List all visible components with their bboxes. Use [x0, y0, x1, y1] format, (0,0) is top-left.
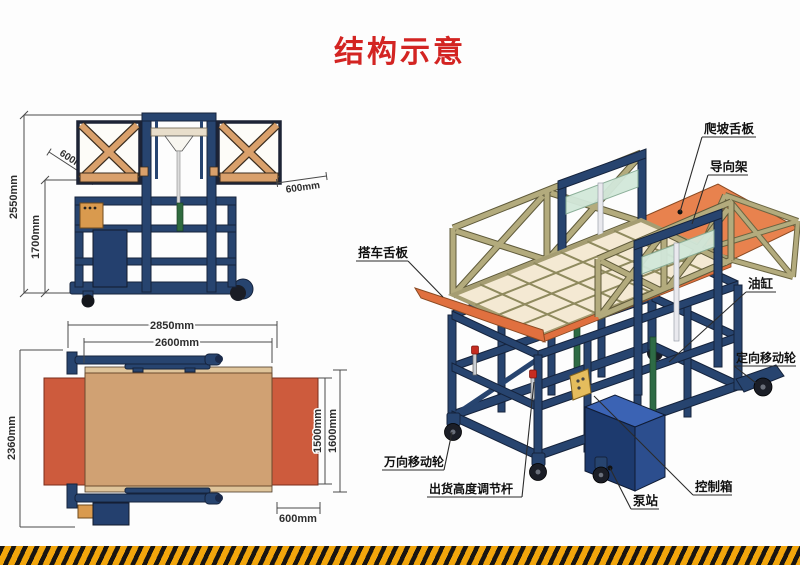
label-guide-frame: 导向架	[710, 159, 748, 174]
dim-1600: 1600mm	[327, 409, 339, 453]
top-view-diagram: 2850mm 2600mm 2360mm 1500mm 1600mm	[6, 318, 347, 528]
mast-column-left	[141, 112, 152, 293]
right-flap	[271, 377, 319, 486]
left-caster-wheel	[81, 294, 95, 308]
front-view-diagram: 2550mm 1700mm 600mm	[8, 110, 328, 308]
dim-2550: 2550mm	[8, 175, 20, 219]
front-oil-cylinder	[673, 242, 680, 342]
left-flap	[43, 377, 86, 486]
control-box	[569, 368, 592, 401]
label-pump-station: 泵站	[633, 493, 659, 508]
dim-1500: 1500mm	[312, 409, 324, 453]
right-truss-panel	[216, 120, 282, 185]
bottom-handle-assembly	[66, 483, 223, 509]
iso-view-diagram: 爬坡舌板 导向架 油缸 定向移动轮 控制箱 泵站 出货高度调节杆 万向移动轮 搭…	[356, 121, 800, 510]
carriage-beam	[150, 127, 208, 137]
swivel-caster-front-center	[592, 456, 610, 484]
control-box-front	[79, 202, 104, 229]
top-dim-flap: 600mm	[276, 502, 321, 525]
dim-1700: 1700mm	[30, 215, 42, 259]
right-wheel	[230, 285, 246, 301]
top-dim-inner-width: 2600mm	[83, 335, 273, 363]
control-box-top	[77, 504, 94, 519]
label-control-box: 控制箱	[695, 479, 733, 494]
dock-ramp-plate	[413, 287, 546, 343]
dim-2600: 2600mm	[155, 337, 199, 349]
chain-guide	[176, 202, 184, 232]
label-climb-ramp: 爬坡舌板	[703, 121, 755, 136]
dim-2850: 2850mm	[150, 320, 194, 332]
mast-top-beam	[141, 112, 217, 122]
label-fixed-wheel: 定向移动轮	[736, 350, 797, 365]
callout-leaders	[356, 136, 796, 510]
label-dock-ramp: 搭车舌板	[358, 245, 409, 260]
top-dim-depth: 2360mm	[6, 349, 75, 528]
height-adjust-lever-right	[529, 369, 537, 400]
top-handle-assembly	[66, 351, 223, 375]
front-dim-right-flap: 600mm	[275, 172, 328, 196]
swivel-caster-rear-left	[444, 412, 462, 441]
top-dim-outer-depth: 1600mm	[326, 369, 347, 493]
hazard-stripe	[0, 546, 800, 565]
front-guide-mast	[633, 208, 723, 430]
funnel-bracket	[164, 135, 194, 152]
top-dim-outer-width: 2850mm	[67, 318, 278, 348]
height-adjust-lever-left	[471, 345, 479, 376]
dim-2360: 2360mm	[6, 416, 18, 460]
dim-600-flap: 600mm	[279, 513, 317, 525]
top-dim-inner-depth: 1500mm	[311, 377, 332, 485]
front-structure	[69, 112, 282, 308]
dim-600-right: 600mm	[285, 180, 321, 196]
pump-box-front	[92, 229, 128, 288]
swivel-caster-front-left	[529, 452, 547, 481]
fixed-wheel-right	[735, 364, 785, 397]
label-swivel-wheel: 万向移动轮	[383, 454, 445, 469]
label-height-lever: 出货高度调节杆	[429, 481, 513, 496]
base-top-rail	[74, 196, 237, 206]
page-title: 结构示意	[334, 36, 466, 69]
mast-column-right	[206, 112, 217, 293]
left-truss-panel	[76, 120, 142, 185]
label-oil-cylinder: 油缸	[748, 276, 774, 291]
top-structure	[43, 351, 319, 526]
pump-box-top	[92, 502, 130, 526]
cylinder-rod	[176, 150, 181, 210]
platform-deck-top	[84, 372, 273, 487]
front-dim-frame-height: 1700mm	[30, 175, 79, 298]
